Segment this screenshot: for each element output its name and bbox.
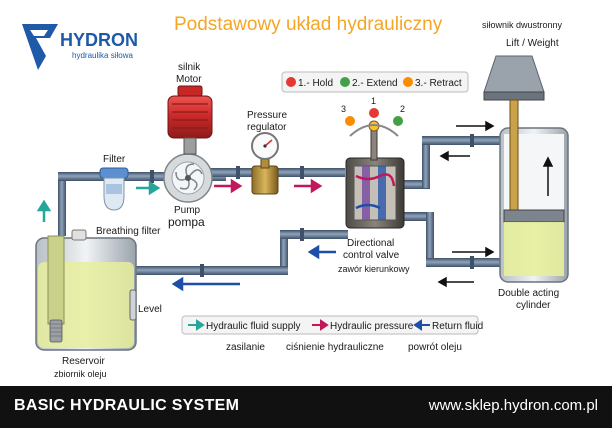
legend-return: Return fluid — [432, 321, 483, 332]
suction-pipe — [47, 235, 65, 325]
legend-return-pl: powrót oleju — [408, 342, 462, 353]
pipe-return-riser — [280, 234, 288, 274]
legend-pressure-arrow — [312, 319, 329, 331]
label-pump: Pump — [174, 205, 201, 216]
label-valve-pl: zawór kierunkowy — [338, 264, 410, 274]
level-gauge — [129, 289, 137, 321]
pipe-valve-a-h — [404, 180, 430, 189]
label-position-3: 3 — [341, 104, 346, 114]
label-valve-2: control valve — [343, 250, 400, 261]
pipe-supply-line — [58, 172, 226, 181]
footer-website-link[interactable]: www.sklep.hydron.com.pl — [428, 397, 598, 414]
label-position-1: 1 — [371, 96, 376, 106]
directional-control-valve — [345, 108, 405, 229]
label-position-2: 2 — [400, 104, 405, 114]
pressure-regulator — [251, 132, 279, 195]
valve-position-1-dot — [369, 108, 379, 118]
logo-name: HYDRON — [60, 30, 138, 50]
legend-hold-dot — [286, 77, 296, 87]
label-filter: Filter — [103, 154, 126, 165]
legend-pressure-pl: ciśnienie hydrauliczne — [286, 342, 384, 353]
pump — [163, 153, 213, 203]
page-title: Podstawowy układ hydrauliczny — [174, 14, 443, 35]
pipe-return-line — [130, 266, 288, 275]
logo-tagline: hydraulika siłowa — [72, 51, 133, 60]
flow-arrows — [36, 120, 554, 292]
legend-return-arrow — [413, 319, 430, 331]
legend-retract-dot — [403, 77, 413, 87]
cylinder-piston — [503, 209, 565, 223]
pipe-valve-b-v — [426, 212, 434, 264]
pipe-return-top — [280, 230, 348, 239]
suction-strainer — [49, 319, 63, 343]
label-cylinder-pl: siłownik dwustronny — [482, 20, 563, 30]
pipe-cylinder-top — [422, 136, 504, 145]
label-lift-weight: Lift / Weight — [506, 38, 559, 49]
reservoir — [35, 229, 137, 351]
label-pressure-regulator-1: Pressure — [247, 110, 287, 121]
label-reservoir: Reservoir — [62, 356, 105, 367]
pipe-valve-b-h — [404, 212, 434, 221]
breathing-filter — [71, 229, 87, 241]
legend-pressure: Hydraulic pressure — [330, 321, 414, 332]
legend-supply-arrow — [188, 319, 205, 331]
label-pressure-regulator-2: regulator — [247, 122, 287, 133]
label-reservoir-pl: zbiornik oleju — [54, 369, 107, 379]
pipe-valve-a-v — [422, 140, 430, 188]
double-acting-cylinder — [483, 55, 569, 283]
pipe-cylinder-bottom — [426, 258, 504, 267]
label-cylinder-1: Double acting — [498, 288, 559, 299]
legend-extend-dot — [340, 77, 350, 87]
lift-weight — [483, 55, 545, 93]
motor — [167, 85, 213, 155]
label-valve-1: Directional — [347, 238, 394, 249]
hydron-logo: HYDRON hydraulika siłowa — [22, 24, 138, 70]
valve-position-arc — [349, 124, 399, 137]
footer-title: BASIC HYDRAULIC SYSTEM — [14, 397, 240, 414]
legend-hold: 1.- Hold — [298, 78, 333, 89]
footer-bar: BASIC HYDRAULIC SYSTEM www.sklep.hydron.… — [0, 386, 612, 428]
label-level: Level — [138, 304, 162, 315]
cylinder-oil — [504, 222, 564, 276]
legend-extend: 2.- Extend — [352, 78, 398, 89]
legend-retract: 3.- Retract — [415, 78, 462, 89]
label-pump-pl: pompa — [168, 215, 205, 229]
legend-supply-pl: zasilanie — [226, 342, 265, 353]
legend-supply: Hydraulic fluid supply — [206, 321, 301, 332]
filter — [99, 167, 129, 211]
flow-legend: Hydraulic fluid supply Hydraulic pressur… — [181, 315, 483, 353]
valve-position-legend: 1.- Hold 2.- Extend 3.- Retract — [281, 71, 469, 93]
label-breathing-filter: Breathing filter — [96, 226, 161, 237]
valve-position-2-dot — [393, 116, 403, 126]
label-motor-pl: silnik — [178, 62, 201, 73]
label-cylinder-2: cylinder — [516, 300, 551, 311]
label-motor: Motor — [176, 74, 202, 85]
logo-mark — [22, 24, 58, 70]
valve-position-3-dot — [345, 116, 355, 126]
pipe-reservoir-riser — [58, 176, 66, 236]
